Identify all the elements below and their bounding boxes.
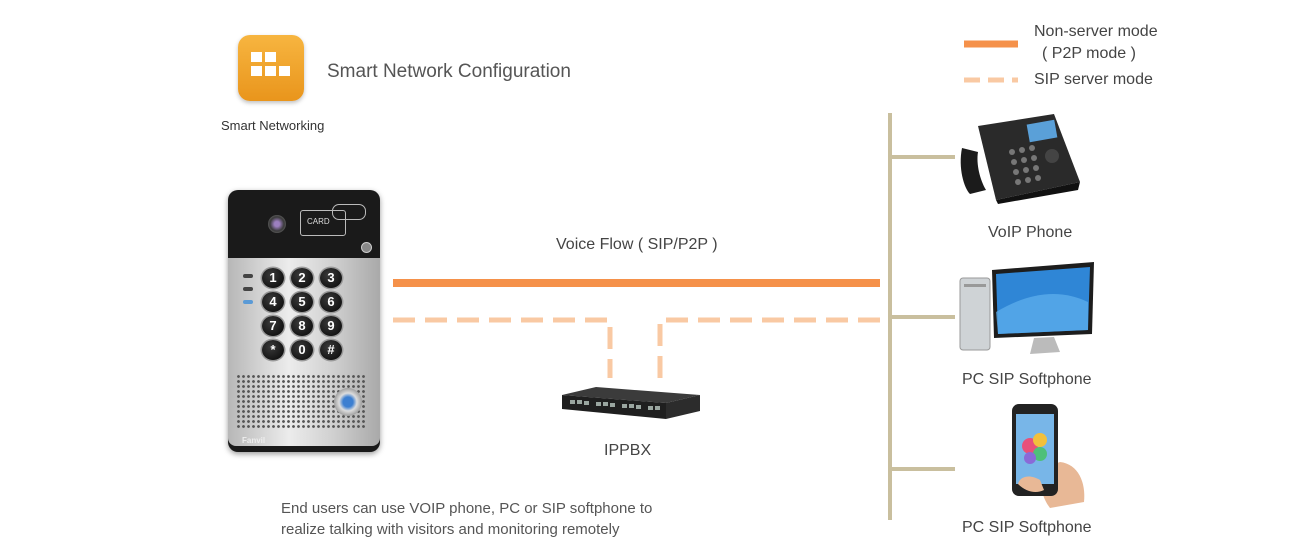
app-icon-label: Smart Networking — [221, 118, 325, 133]
keypad-key[interactable]: 0 — [291, 340, 313, 360]
endpoint-label-pc-softphone: PC SIP Softphone — [962, 371, 1092, 388]
camera-lens-icon — [268, 215, 286, 233]
ippbx-device — [562, 385, 700, 429]
keypad-key[interactable]: 8 — [291, 316, 313, 336]
status-led-1 — [243, 274, 253, 278]
keypad-key[interactable]: 6 — [320, 292, 342, 312]
keypad-key[interactable]: 1 — [262, 268, 284, 288]
footer-description-line-2: realize talking with visitors and monito… — [281, 521, 620, 538]
sip-flow-line-right — [657, 317, 880, 378]
voip-phone-icon — [956, 108, 1084, 204]
card-reader-icon: CARD — [300, 210, 346, 236]
keypad-key[interactable]: * — [262, 340, 284, 360]
keypad-key[interactable]: 2 — [291, 268, 313, 288]
sip-flow-line-left — [393, 317, 613, 378]
endpoint-label-mobile-softphone: PC SIP Softphone — [962, 519, 1092, 536]
call-button[interactable] — [334, 388, 362, 416]
keypad-key[interactable]: 4 — [262, 292, 284, 312]
status-led-3 — [243, 300, 253, 304]
ippbx-label: IPPBX — [604, 442, 652, 459]
brand-logo: Fanvil — [242, 436, 266, 445]
smart-networking-icon — [238, 35, 304, 101]
keypad-key[interactable]: 3 — [320, 268, 342, 288]
light-sensor-icon — [361, 242, 372, 253]
keypad-key[interactable]: 7 — [262, 316, 284, 336]
status-led-2 — [243, 287, 253, 291]
endpoint-label-voip-phone: VoIP Phone — [988, 224, 1073, 241]
card-reader-text: CARD — [307, 217, 330, 226]
keypad-key[interactable]: # — [320, 340, 342, 360]
legend-solid-label: Non-server mode — [1034, 23, 1158, 40]
hand-icon — [332, 204, 366, 220]
keypad-key[interactable]: 5 — [291, 292, 313, 312]
legend-solid-sublabel: ( P2P mode ) — [1042, 45, 1136, 62]
keypad-key[interactable]: 9 — [320, 316, 342, 336]
smartphone-icon — [1000, 402, 1090, 510]
legend-dashed-label: SIP server mode — [1034, 71, 1153, 88]
footer-description-line-1: End users can use VOIP phone, PC or SIP … — [281, 500, 653, 517]
desktop-computer-icon — [956, 262, 1096, 358]
voice-flow-label: Voice Flow ( SIP/P2P ) — [556, 236, 718, 253]
page-title: Smart Network Configuration — [327, 61, 571, 82]
